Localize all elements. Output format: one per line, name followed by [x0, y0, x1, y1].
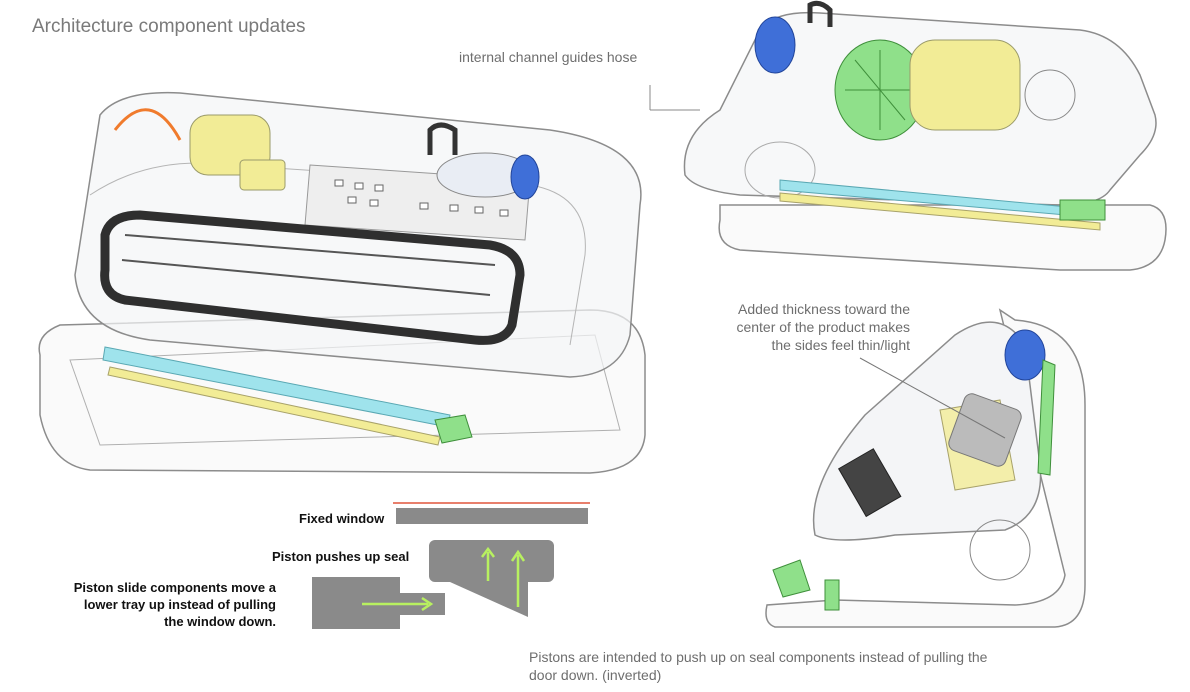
- seal-block: [429, 540, 554, 582]
- fixed-window-label: Fixed window: [299, 511, 385, 526]
- thickness-note: Added thickness toward the center of the…: [700, 300, 910, 354]
- slide-line-1: Piston slide components move a: [73, 580, 276, 595]
- piston-pushes-label: Piston pushes up seal: [272, 549, 410, 564]
- mechanism-schematic: [312, 502, 590, 629]
- slide-line-3: the window down.: [164, 614, 276, 629]
- main-device-illustration: [38, 91, 646, 474]
- pistons-line-1: Pistons are intended to push up on seal …: [529, 649, 988, 665]
- page-title: Architecture component updates: [32, 16, 306, 37]
- top-right-device-illustration: [683, 0, 1167, 271]
- wedge-block: [450, 582, 528, 617]
- side-section-illustration: [765, 308, 1086, 628]
- slide-note: Piston slide components move a lower tra…: [40, 579, 276, 630]
- thickness-line-1: Added thickness toward the: [738, 301, 910, 317]
- pistons-note: Pistons are intended to push up on seal …: [529, 648, 987, 684]
- internal-channel-note: internal channel guides hose: [459, 49, 638, 65]
- thickness-line-2: center of the product makes: [736, 319, 910, 335]
- pistons-line-2: door down. (inverted): [529, 667, 662, 683]
- thickness-line-3: the sides feel thin/light: [771, 337, 910, 353]
- slide-line-2: lower tray up instead of pulling: [83, 597, 276, 612]
- fixed-window-block: [396, 508, 588, 524]
